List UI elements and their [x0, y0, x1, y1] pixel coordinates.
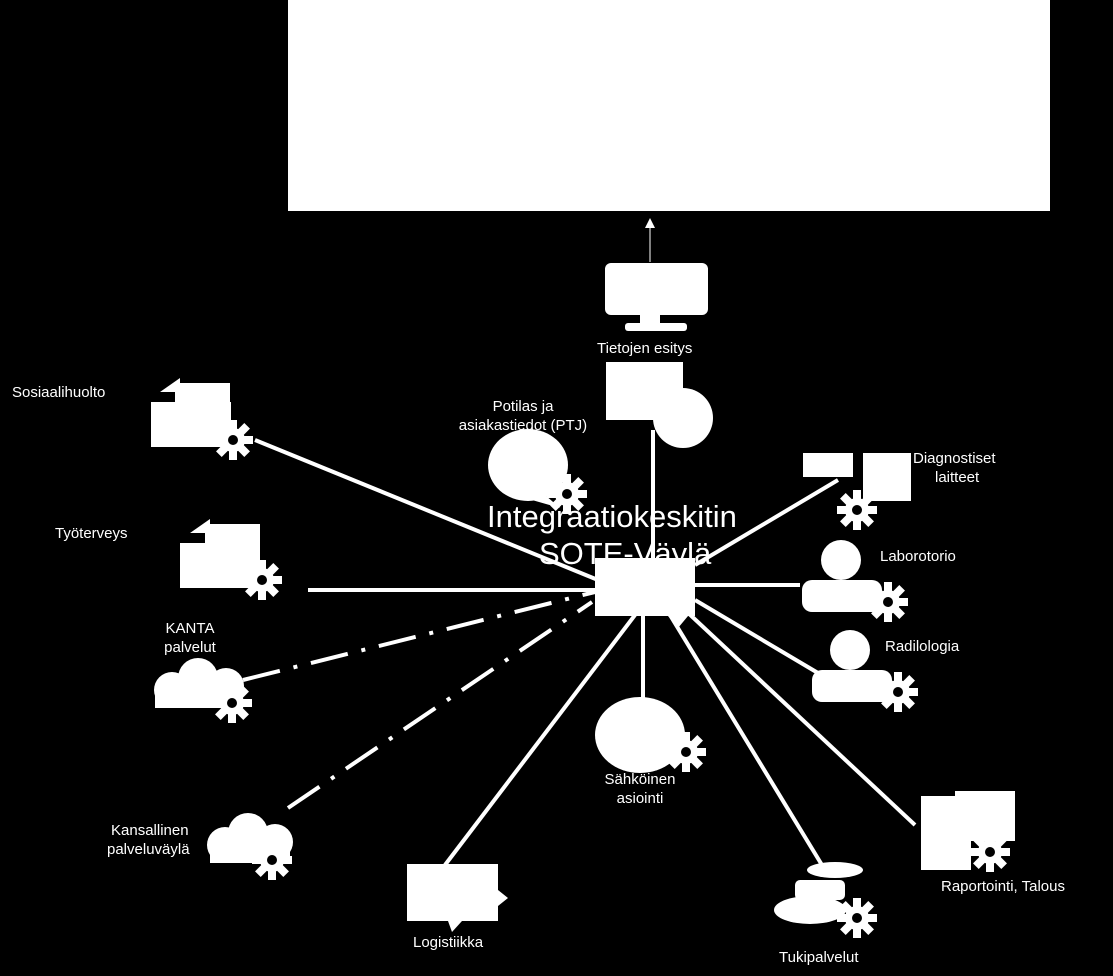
- sahkoinen-label-line2: asiointi: [616, 790, 664, 807]
- raportointi-label: Raportointi, Talous: [941, 878, 1065, 895]
- radilologia-label: Radilologia: [885, 638, 960, 655]
- line-kansallinen: [286, 600, 594, 810]
- gear-icon: [868, 582, 908, 622]
- gear-icon: [837, 898, 877, 938]
- display-panel: [288, 0, 1050, 211]
- hub-icon: [595, 558, 695, 628]
- gear-icon: [252, 840, 292, 880]
- ptj-label-line2: asiakastiedot (PTJ): [458, 417, 588, 434]
- laborotorio-icon: [802, 540, 908, 622]
- kansallinen-label-line2: palveluväylä: [107, 841, 190, 858]
- tyoterveys-label: Työterveys: [55, 525, 128, 542]
- connector-lines: [242, 430, 917, 872]
- database-icon: [606, 362, 713, 448]
- ptj-bubble-icon: [488, 429, 587, 514]
- gear-icon: [837, 490, 877, 530]
- raportointi-icon: [921, 791, 1015, 872]
- tyoterveys-icon: [180, 519, 282, 600]
- gear-icon: [970, 832, 1010, 872]
- line-raportointi: [683, 608, 917, 827]
- line-kanta: [242, 590, 596, 682]
- kanta-cloud-icon: [154, 658, 252, 723]
- ptj-label-line1: Potilas ja: [492, 398, 554, 415]
- diagnostiset-label-line2: laitteet: [935, 469, 980, 486]
- gear-icon: [213, 420, 253, 460]
- tukipalvelut-label: Tukipalvelut: [779, 949, 859, 966]
- gear-icon: [878, 672, 918, 712]
- monitor-icon: [605, 263, 708, 331]
- hub-title-line2: SOTE-Väylä: [539, 536, 712, 571]
- kanta-label-line2: palvelut: [164, 639, 216, 656]
- arrow-up: [645, 218, 655, 262]
- sahkoinen-icon: [595, 697, 706, 773]
- logistiikka-icon: [407, 864, 508, 932]
- gear-icon: [666, 732, 706, 772]
- hub-title-line1: Integraatiokeskitin: [487, 499, 737, 534]
- line-logistiikka: [443, 613, 637, 867]
- tietojen-esitys-label: Tietojen esitys: [597, 340, 693, 357]
- tukipalvelut-icon: [774, 862, 877, 938]
- gear-icon: [242, 560, 282, 600]
- sosiaalihuolto-icon: [151, 378, 253, 460]
- diagnostiset-icon: [803, 453, 911, 530]
- kanta-label-line1: KANTA: [165, 620, 215, 637]
- kansallinen-label-line1: Kansallinen: [111, 822, 189, 839]
- sosiaalihuolto-label: Sosiaalihuolto: [12, 384, 106, 401]
- line-diagnostiset: [693, 478, 840, 567]
- radilologia-icon: [812, 630, 918, 712]
- kansallinen-cloud-icon: [207, 813, 293, 880]
- line-tukipalvelut: [668, 613, 827, 872]
- diagnostiset-label-line1: Diagnostiset: [913, 450, 996, 467]
- laborotorio-label: Laborotorio: [880, 548, 956, 565]
- logistiikka-label: Logistiikka: [413, 934, 484, 951]
- line-radilologia: [693, 598, 820, 675]
- gear-icon: [212, 683, 252, 723]
- sahkoinen-label-line1: Sähköinen: [604, 771, 676, 788]
- line-sosiaalihuolto: [254, 438, 599, 582]
